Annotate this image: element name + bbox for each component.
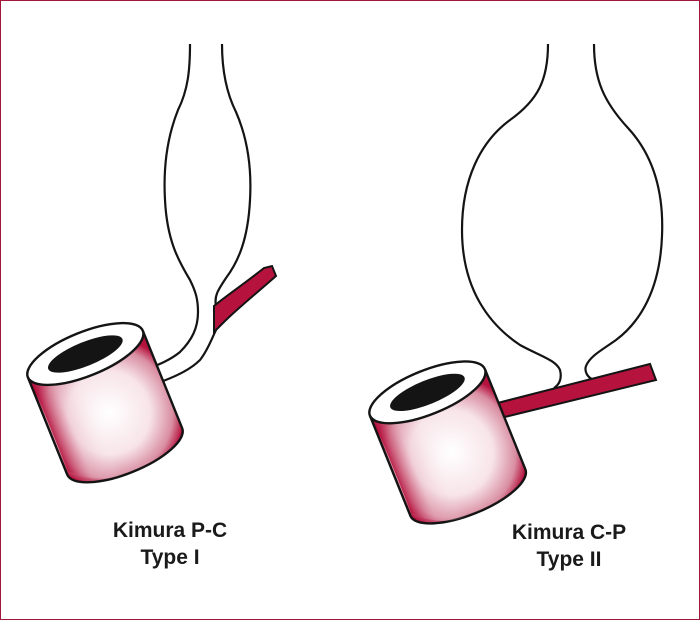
left-tube-opening xyxy=(47,335,123,373)
left-sac-outline-right xyxy=(214,43,252,316)
panel-left-type-i xyxy=(26,43,278,484)
caption-left: Kimura P-C Type I xyxy=(60,517,280,571)
right-sac-outline xyxy=(460,43,562,389)
left-red-duct xyxy=(213,264,278,335)
right-tube-opening xyxy=(390,373,465,412)
caption-right: Kimura C-P Type II xyxy=(459,519,679,573)
panel-right-type-ii xyxy=(368,43,664,525)
left-tube-shading xyxy=(30,358,126,479)
caption-right-line2: Type II xyxy=(536,548,602,571)
left-sac-outline xyxy=(139,43,200,374)
right-sac-outline-right xyxy=(584,43,664,382)
caption-left-line2: Type I xyxy=(140,546,200,569)
right-tube-shading xyxy=(372,397,469,521)
left-channel-lower xyxy=(147,329,217,388)
left-tube xyxy=(26,321,184,484)
caption-left-line1: Kimura P-C xyxy=(112,519,228,542)
right-tube xyxy=(368,360,528,525)
caption-right-line1: Kimura C-P xyxy=(511,521,627,544)
